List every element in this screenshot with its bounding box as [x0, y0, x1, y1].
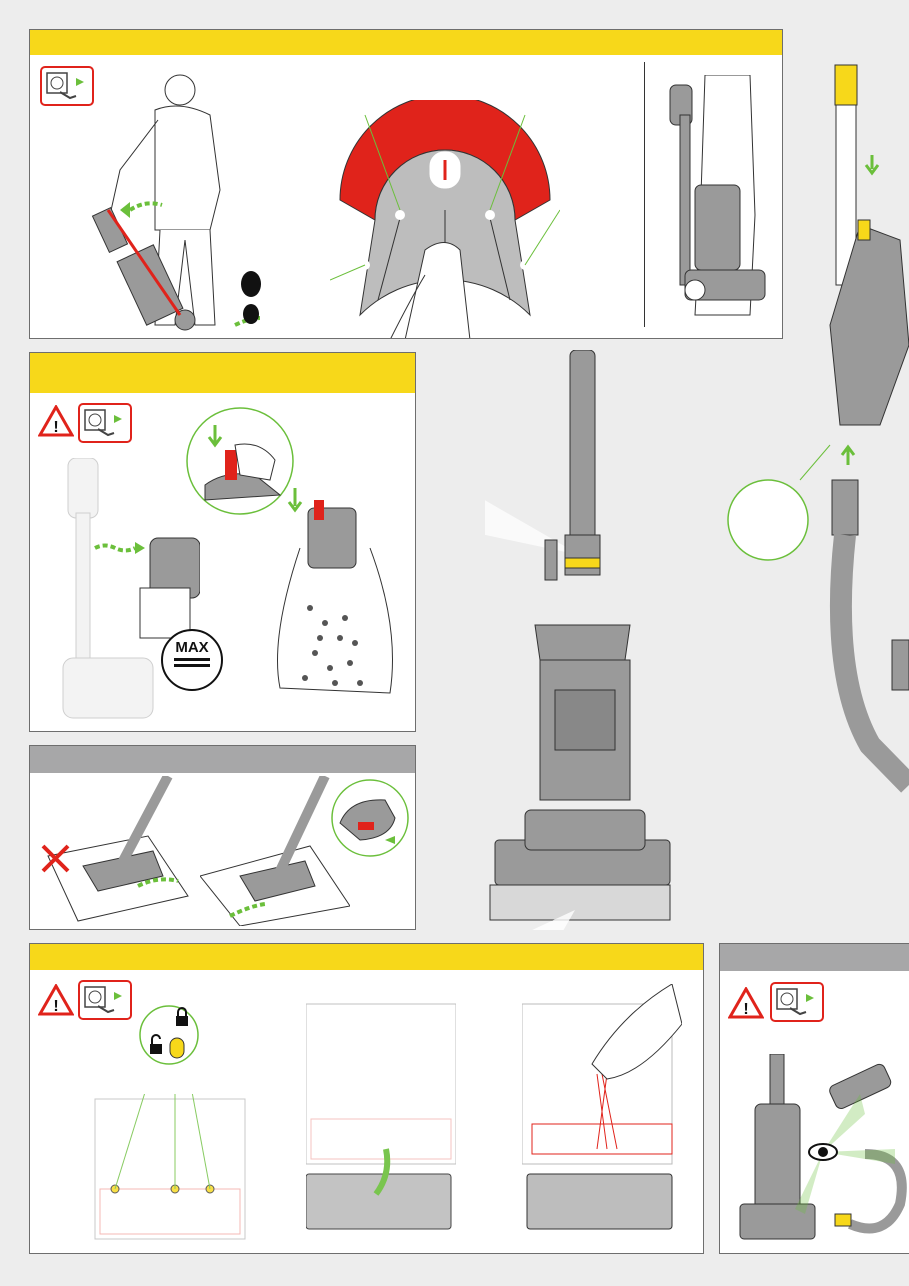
panel-brushbar-obstruction: ! [29, 943, 704, 1254]
upright-vacuum-with-user-illustration [665, 75, 775, 335]
max-lines [174, 658, 210, 667]
warning-triangle-icon: ! [728, 987, 764, 1019]
panel-header [720, 944, 909, 971]
unplug-socket-icon [770, 982, 824, 1022]
svg-text:!: ! [53, 419, 58, 436]
unplug-socket-icon [40, 66, 94, 106]
bin-removal-illustration [90, 528, 200, 648]
warning-triangle-icon: ! [38, 984, 74, 1016]
soleplate-screws-illustration [90, 1094, 250, 1244]
panel-floor-setting [29, 745, 416, 930]
panel-blockage-check: ! [719, 943, 909, 1254]
wand-hose-illustration [720, 25, 909, 945]
bin-release-detail-circle [185, 405, 295, 517]
panel-header [30, 30, 782, 55]
panel-power-recline [29, 29, 783, 339]
emptying-bin-into-bag-illustration [270, 478, 405, 703]
unplug-socket-icon [78, 980, 132, 1020]
power-button-dial-illustration [330, 100, 560, 338]
panel-header [30, 353, 415, 393]
panel-header [30, 944, 703, 970]
floor-head-correct-illustration [200, 776, 350, 926]
upright-vacuum-main-illustration [485, 350, 685, 930]
unplug-socket-icon [78, 403, 132, 443]
svg-text:!: ! [743, 1001, 748, 1018]
vacuum-inspection-illustration [735, 1054, 909, 1244]
panel-empty-bin: ! MAX [29, 352, 416, 732]
vacuum-ghost-illustration [58, 458, 158, 728]
warning-triangle-icon: ! [38, 405, 74, 437]
foot-press-icon [238, 270, 264, 326]
max-label: MAX [175, 639, 209, 656]
soleplate-removed-illustration [306, 999, 456, 1239]
floor-head-wrong-illustration [38, 776, 198, 926]
panel-header [30, 746, 415, 773]
lock-unlock-detail-circle [138, 1004, 200, 1066]
brush-switch-detail-circle [330, 778, 410, 858]
panel-divider [644, 62, 645, 327]
remove-obstruction-illustration [522, 984, 682, 1239]
svg-text:!: ! [53, 998, 58, 1015]
person-reclining-vacuum-illustration [60, 60, 260, 335]
max-fill-line-badge: MAX [161, 629, 223, 691]
inspect-eye-icon [808, 1143, 838, 1161]
